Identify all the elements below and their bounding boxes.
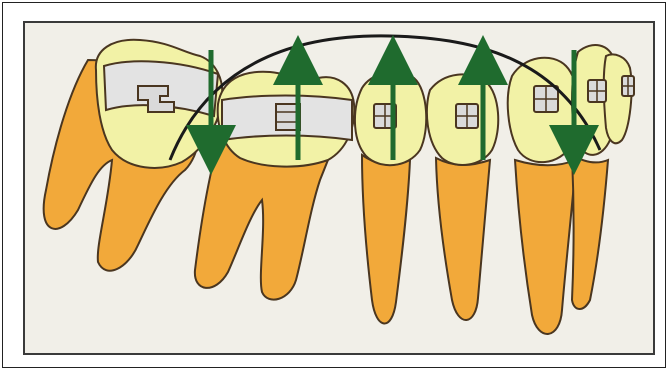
tooth-crown-7 (604, 55, 632, 144)
bracket-incisor-2 (622, 76, 634, 96)
bracket-premolar-2 (456, 104, 478, 128)
bracket-canine (534, 86, 558, 112)
bracket-incisor-1 (588, 80, 606, 102)
